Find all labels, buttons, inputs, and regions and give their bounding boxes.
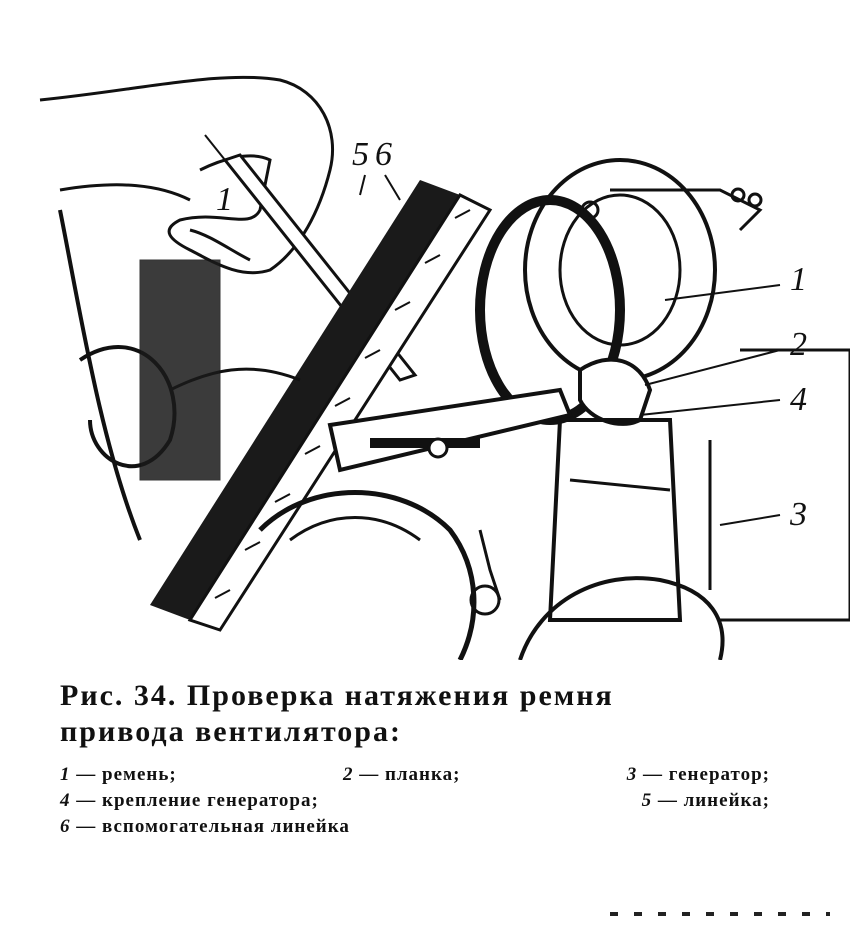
figure-caption-title: Рис. 34. Проверка натяжения ремня привод… [60, 678, 770, 750]
caption-title-line-1: Рис. 34. Проверка натяжения ремня [60, 679, 614, 712]
legend-item-4: 4 — крепление генератора; [60, 790, 319, 811]
callout-1: 1 [790, 261, 807, 298]
technical-illustration: 5 6 1 1 2 4 3 [20, 60, 850, 660]
callout-2: 2 [790, 326, 807, 363]
callout-4: 4 [790, 381, 807, 418]
tension-bar-drawing [327, 357, 653, 473]
ruler-drawing [150, 180, 493, 632]
legend-item-1: 1 — ремень; [60, 764, 177, 785]
legend-line-1: 1 — ремень; 2 — планка; 3 — генератор; [60, 762, 770, 788]
legend-item-5: 5 — линейка; [641, 790, 770, 811]
caption-title-line-2: привода вентилятора: [60, 715, 402, 748]
hand-drawing [39, 75, 335, 275]
legend-item-3: 3 — генератор; [626, 764, 770, 785]
generator-drawing [547, 348, 850, 622]
figure-legend: 1 — ремень; 2 — планка; 3 — генератор; 4… [60, 762, 770, 840]
bottom-dotted-line [610, 912, 830, 916]
legend-item-6: 6 — вспомогательная линейка [60, 816, 350, 837]
callout-1-pencil: 1 [216, 181, 233, 218]
legend-item-2: 2 — планка; [342, 764, 461, 785]
legend-line-2: 4 — крепление генератора; 5 — линейка; [60, 788, 770, 814]
engine-body-drawing [58, 209, 725, 660]
legend-line-3: 6 — вспомогательная линейка [60, 814, 770, 840]
callout-lines [359, 174, 781, 526]
callout-5: 5 [352, 136, 369, 173]
callout-3: 3 [789, 496, 807, 533]
callout-6: 6 [375, 136, 392, 173]
